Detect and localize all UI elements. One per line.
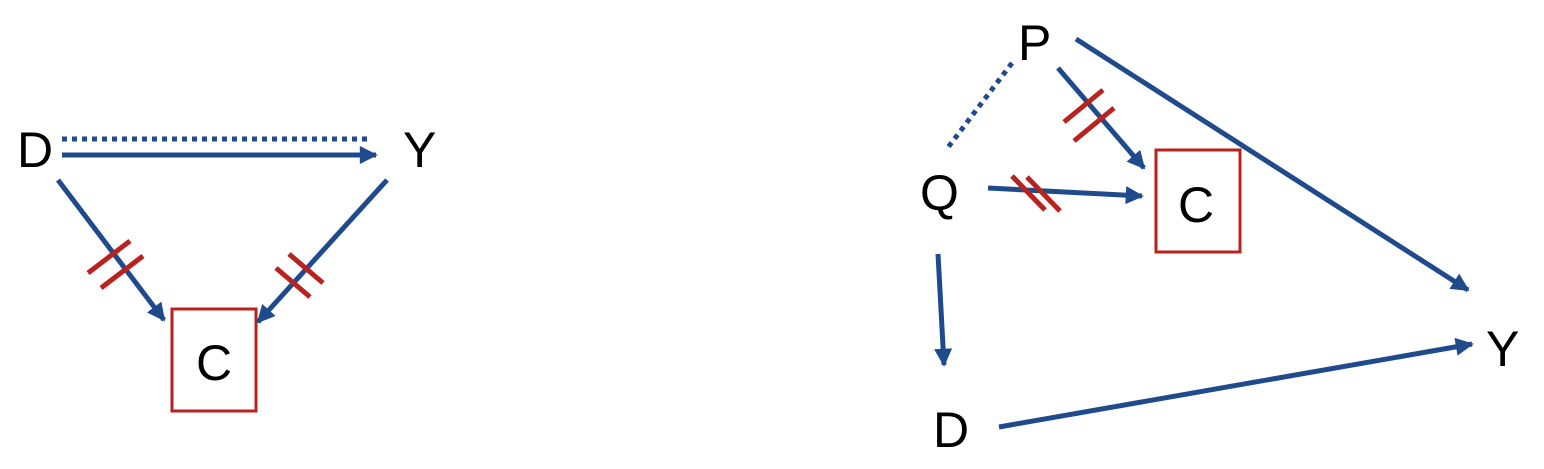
right-edge-p-q-dotted — [944, 61, 1014, 152]
left-diagram: D Y C — [17, 122, 436, 413]
right-edge-d-y-arrow — [998, 337, 1474, 430]
left-cut-mark-d-c — [86, 239, 145, 290]
left-edge-d-c-arrow — [56, 178, 166, 322]
right-node-d: D — [933, 402, 969, 458]
left-node-c: C — [196, 335, 232, 391]
right-edge-q-d-arrow — [934, 253, 953, 367]
right-node-c: C — [1178, 177, 1214, 233]
right-node-y: Y — [1486, 321, 1519, 377]
left-node-d: D — [17, 122, 53, 178]
right-conditioned-box — [1154, 148, 1242, 254]
right-node-p: P — [1018, 15, 1051, 71]
right-node-q: Q — [920, 165, 959, 221]
left-edge-y-c-arrow — [256, 178, 389, 324]
right-cut-mark-q-c — [1010, 174, 1062, 213]
left-node-y: Y — [403, 122, 436, 178]
right-edge-q-c-arrow — [987, 185, 1144, 205]
right-cut-mark-p-c — [1062, 88, 1116, 143]
left-cut-mark-y-c — [274, 252, 325, 299]
right-edge-p-y-arrow — [1074, 36, 1470, 293]
left-conditioned-box — [170, 307, 258, 413]
right-diagram: P Q D Y C — [920, 15, 1519, 458]
